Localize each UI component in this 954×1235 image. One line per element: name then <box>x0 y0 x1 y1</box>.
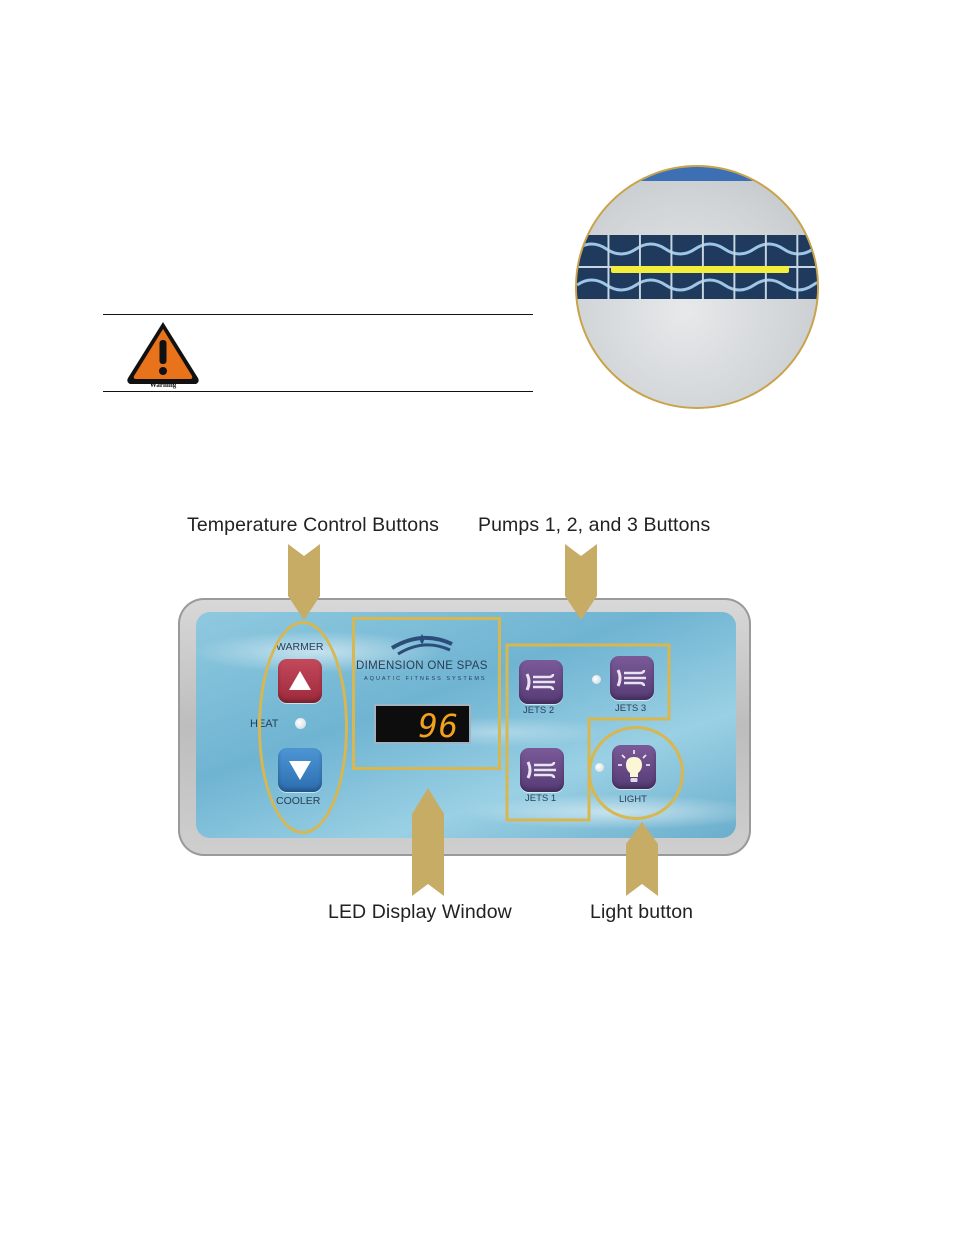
led-display-callout <box>352 617 501 770</box>
jets-1-button[interactable] <box>520 748 564 792</box>
warning-top-rule <box>103 314 533 315</box>
light-button-label: Light button <box>590 901 694 923</box>
temperature-readout: 96 <box>418 707 459 745</box>
waterline-photo-top-edge <box>577 167 817 181</box>
led-display-label: LED Display Window <box>328 901 512 923</box>
warning-triangle-icon <box>127 322 199 384</box>
jets-2-label: JETS 2 <box>523 705 555 716</box>
pumps-callout <box>505 643 671 822</box>
jets-wind-icon <box>525 673 555 691</box>
temperature-arrow-icon <box>288 544 320 620</box>
jets-indicator-light <box>592 675 601 684</box>
temperature-controls-callout <box>258 621 348 834</box>
led-display-window: 96 <box>374 704 471 745</box>
jets-1-label: JETS 1 <box>525 793 557 804</box>
jets-3-button[interactable] <box>610 656 654 700</box>
jets-2-button[interactable] <box>519 660 563 704</box>
jets-wind-icon <box>616 669 646 687</box>
light-button-callout <box>588 726 684 820</box>
waterline-marker <box>611 266 789 273</box>
brand-name: DIMENSION ONE SPAS <box>356 660 488 672</box>
brand-logo-icon <box>390 634 453 656</box>
pumps-arrow-icon <box>565 544 597 620</box>
jets-3-label: JETS 3 <box>615 703 647 714</box>
waterline-photo <box>575 165 819 409</box>
light-button-arrow-icon <box>626 822 658 896</box>
temperature-control-label: Temperature Control Buttons <box>187 514 439 536</box>
pumps-label: Pumps 1, 2, and 3 Buttons <box>478 514 711 536</box>
warning-bottom-rule <box>103 391 533 392</box>
brand-tagline: AQUATIC FITNESS SYSTEMS <box>364 676 487 682</box>
jets-wind-icon <box>526 761 556 779</box>
led-display-arrow-icon <box>412 788 444 896</box>
warning-caption: Warning <box>149 381 177 389</box>
